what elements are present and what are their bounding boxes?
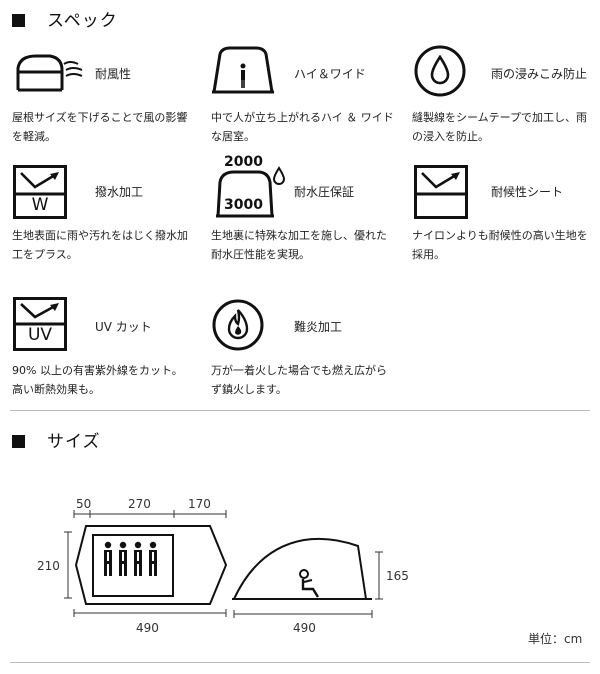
- feature-label-high-wide: ハイ＆ワイド: [294, 67, 366, 81]
- feature-desc-flame: 万が一着火した場合でも燃え広がらず鎮火します。: [211, 364, 387, 396]
- feature-desc-wind: 屋根サイズを下げることで風の影響を軽減。: [12, 111, 188, 143]
- dim-top-3: 170: [188, 497, 211, 511]
- feature-label-rain: 雨の浸みこみ防止: [491, 67, 588, 81]
- tent-side-diagram: [232, 537, 383, 618]
- weather-resistance-icon: [414, 165, 468, 219]
- dim-top-1: 50: [76, 497, 92, 511]
- wind-resistance-icon: [16, 54, 83, 92]
- dim-left-height: 210: [37, 559, 60, 573]
- uv-cut-icon: UV: [13, 297, 67, 351]
- water-pressure-icon: 2000 3000: [210, 152, 286, 222]
- square-bullet-icon: [12, 435, 25, 448]
- size-section-title: サイズ: [12, 427, 101, 452]
- feature-desc-rain: 縫製線をシームテープで加工し、雨の浸入を防止。: [412, 111, 588, 143]
- dim-top-2: 270: [128, 497, 151, 511]
- feature-label-uv: UV カット: [95, 320, 152, 334]
- feature-desc-water-pressure: 生地裏に特殊な加工を施し、優れた耐水圧性能を実現。: [211, 229, 387, 261]
- square-bullet-icon: [12, 14, 25, 27]
- dim-side-height: 165: [386, 569, 409, 583]
- dim-plan-width: 490: [136, 621, 159, 635]
- unit-label: 単位：cm: [528, 632, 583, 646]
- feature-label-wind: 耐風性: [95, 67, 132, 81]
- flame-icon: [212, 299, 264, 351]
- water-repellent-icon: W: [13, 165, 67, 219]
- feature-desc-weather: ナイロンよりも耐候性の高い生地を採用。: [412, 229, 588, 261]
- bottom-divider: [10, 662, 590, 663]
- spec-section-title: スペック: [12, 6, 118, 31]
- feature-label-water-repellent: 撥水加工: [95, 185, 144, 199]
- feature-desc-high-wide: 中で人が立ち上がれるハイ ＆ ワイドな居室。: [211, 111, 394, 143]
- section-divider: [10, 410, 590, 411]
- dim-side-width: 490: [293, 621, 316, 635]
- feature-label-weather: 耐候性シート: [491, 185, 564, 199]
- raindrop-icon: [414, 45, 466, 97]
- tent-plan-diagram: [64, 510, 228, 617]
- feature-label-water-pressure: 耐水圧保証: [294, 185, 355, 199]
- feature-desc-water-repellent: 生地表面に雨や汚れをはじく撥水加工をプラス。: [12, 229, 188, 261]
- feature-desc-uv: 90% 以上の有害紫外線をカット。高い断熱効果も。: [12, 364, 183, 396]
- feature-label-flame: 難炎加工: [294, 320, 343, 334]
- high-wide-icon: [212, 46, 274, 94]
